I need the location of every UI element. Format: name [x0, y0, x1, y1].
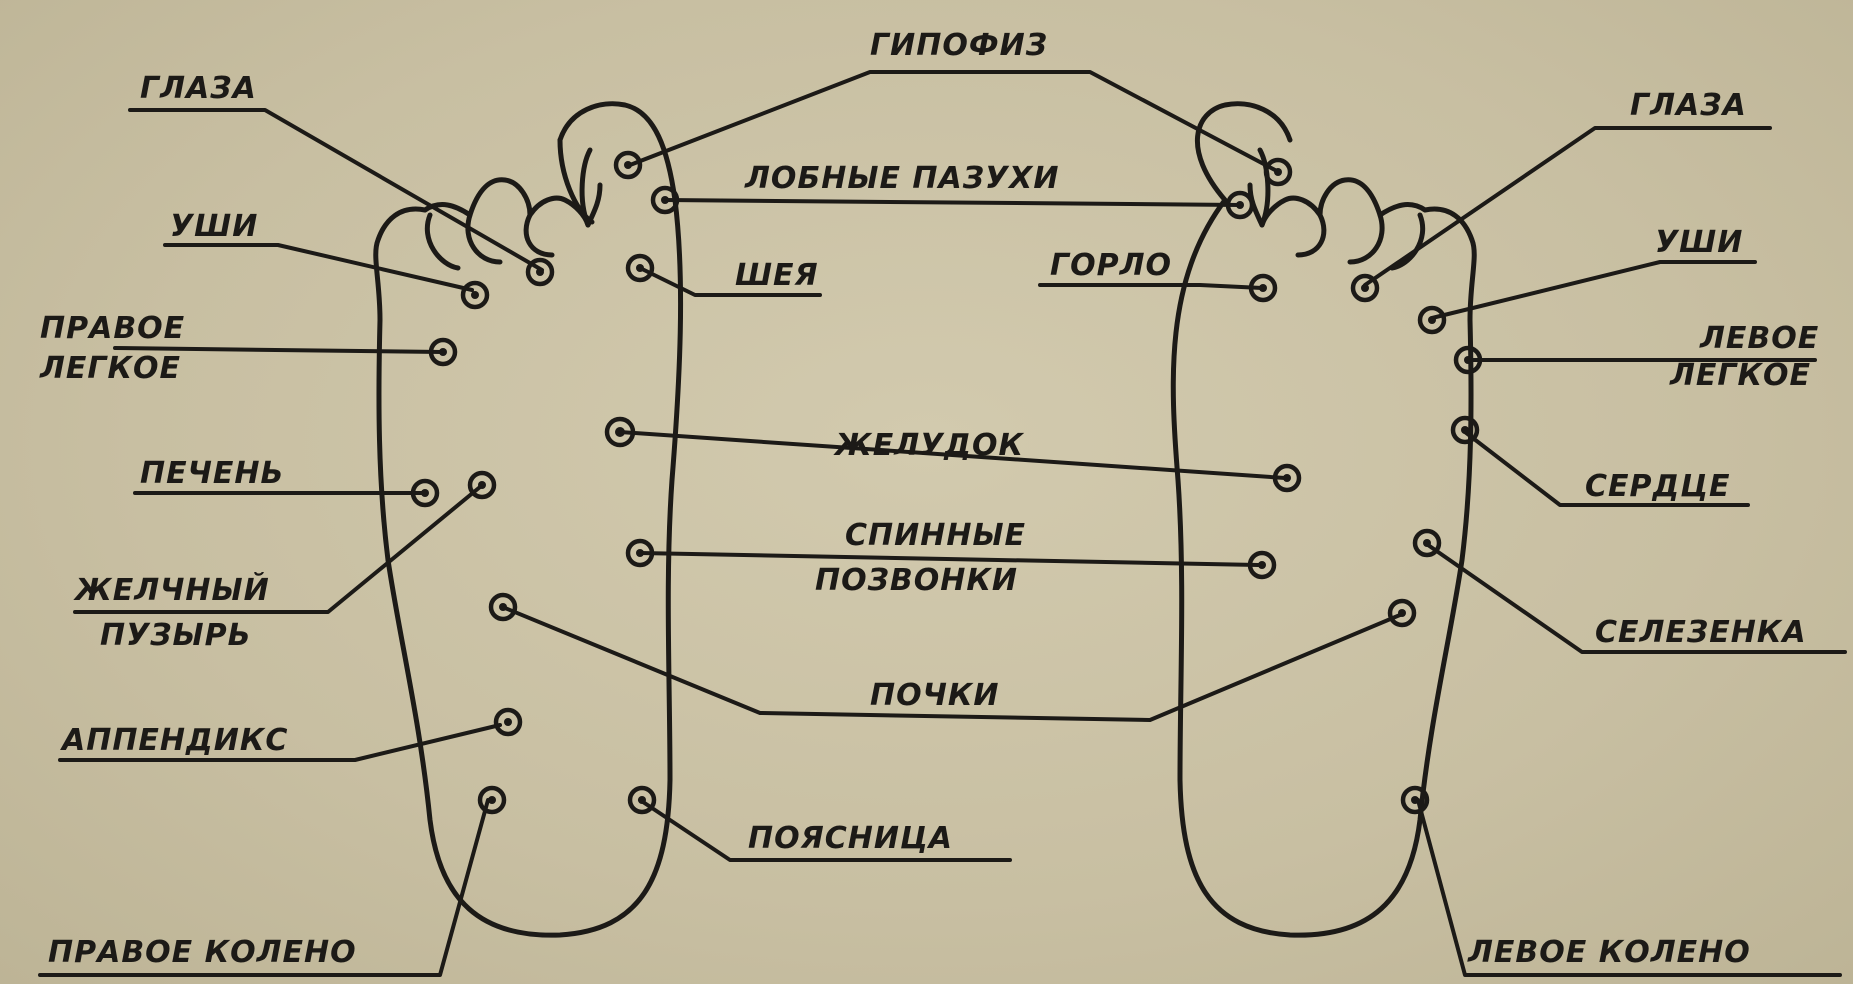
label-spine-line1: СПИННЫЕ	[845, 518, 1026, 553]
label-frontal-sinuses: ЛОБНЫЕ ПАЗУХИ	[744, 161, 1059, 196]
point-gallbladder	[470, 473, 494, 497]
point-eyes-left	[1353, 276, 1377, 300]
point-pituitary-right	[616, 153, 640, 177]
point-appendix	[496, 710, 520, 734]
point-heart	[1453, 418, 1477, 442]
label-gallbladder-line1: ЖЕЛЧНЫЙ	[73, 572, 270, 608]
label-heart: СЕРДЦЕ	[1585, 469, 1731, 504]
point-ears-left	[1420, 308, 1444, 332]
label-left-lung-line1: ЛЕВОЕ	[1699, 321, 1819, 356]
label-kidneys: ПОЧКИ	[870, 678, 999, 713]
label-liver: ПЕЧЕНЬ	[140, 456, 284, 491]
label-throat: ГОРЛО	[1050, 248, 1172, 283]
label-stomach: ЖЕЛУДОК	[833, 428, 1024, 463]
point-ears-right	[463, 283, 487, 307]
label-right-lung-line2: ЛЕГКОЕ	[39, 351, 181, 386]
label-appendix: АППЕНДИКС	[60, 723, 288, 758]
point-kidney-left	[1390, 601, 1414, 625]
label-spine-line2: ПОЗВОНКИ	[815, 563, 1018, 598]
label-left-knee: ЛЕВОЕ КОЛЕНО	[1467, 935, 1751, 970]
label-eyes-left: ГЛАЗА	[1630, 88, 1747, 123]
left-foot-outline	[1173, 104, 1474, 935]
label-pituitary: ГИПОФИЗ	[870, 28, 1048, 63]
label-neck: ШЕЯ	[735, 258, 819, 293]
point-kidney-right	[491, 595, 515, 619]
point-eyes-right	[528, 260, 552, 284]
point-spleen	[1415, 531, 1439, 555]
point-neck	[628, 256, 652, 280]
reflex-points	[413, 153, 1480, 812]
label-gallbladder-line2: ПУЗЫРЬ	[100, 618, 252, 653]
label-left-lung-line2: ЛЕГКОЕ	[1669, 358, 1811, 393]
label-right-knee: ПРАВОЕ КОЛЕНО	[48, 935, 357, 970]
label-eyes-right: ГЛАЗА	[140, 71, 257, 106]
label-lower-back: ПОЯСНИЦА	[748, 821, 953, 856]
label-ears-right: УШИ	[170, 209, 258, 244]
label-spleen: СЕЛЕЗЕНКА	[1595, 615, 1807, 650]
label-right-lung-line1: ПРАВОЕ	[40, 311, 185, 346]
point-pituitary-left	[1266, 160, 1290, 184]
point-lower-back-right	[630, 788, 654, 812]
point-right-knee	[480, 788, 504, 812]
label-ears-left: УШИ	[1655, 225, 1743, 260]
